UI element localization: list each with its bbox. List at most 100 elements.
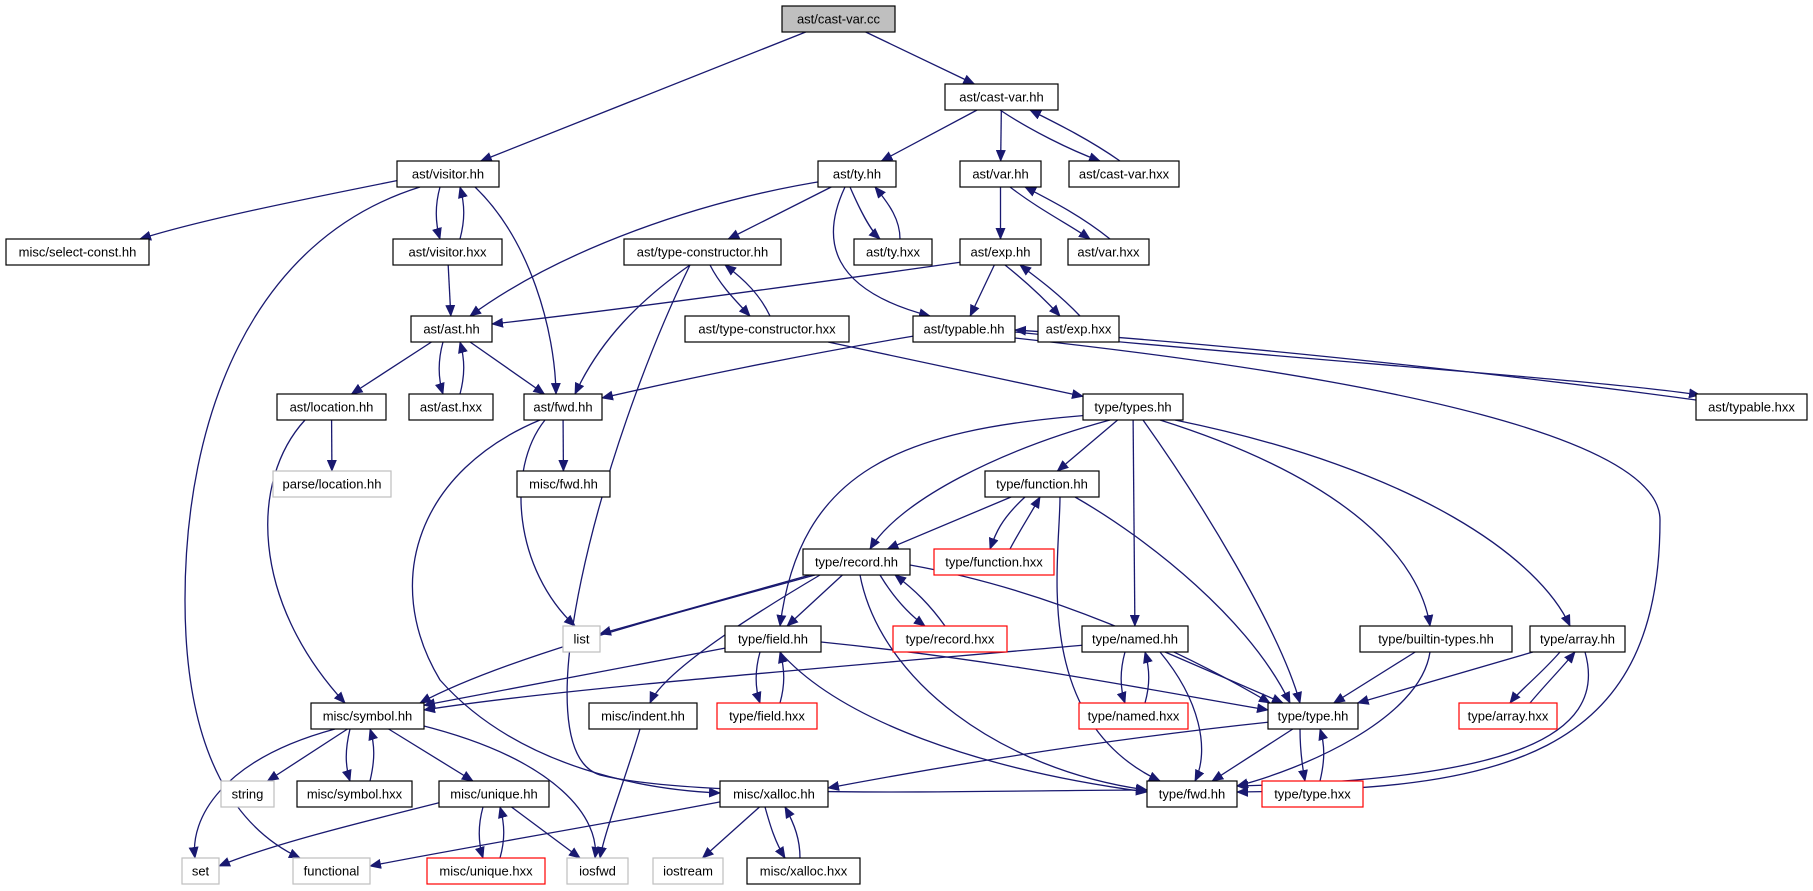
node-box: [912, 315, 1016, 343]
edge-exp-hh-to-ast-hh: [491, 261, 963, 328]
node-cast-var-hh[interactable]: ast/cast-var.hh: [944, 83, 1059, 111]
node-label: type/array.hxx: [1468, 709, 1549, 724]
node-record-hh[interactable]: type/record.hh: [802, 548, 911, 576]
edge-ty-hh-to-ast-hh: [469, 179, 831, 317]
node-box: [566, 857, 629, 885]
node-type-constructor-hh[interactable]: ast/type-constructor.hh: [623, 238, 782, 266]
edge-type-constructor-hh-to-type-fwd: [566, 264, 1148, 796]
node-type-hxx[interactable]: type/type.hxx: [1261, 780, 1364, 808]
node-label: type/function.hxx: [945, 555, 1043, 570]
node-label: type/named.hh: [1092, 632, 1178, 647]
node-named-hxx[interactable]: type/named.hxx: [1078, 702, 1189, 730]
node-label: string: [232, 787, 264, 802]
edge-field-hh-to-type-fwd: [779, 651, 1148, 796]
node-builtin-types[interactable]: type/builtin-types.hh: [1359, 625, 1513, 653]
node-ast-hh[interactable]: ast/ast.hh: [410, 315, 493, 343]
edge-record-hh-to-record-hxx: [879, 574, 926, 627]
node-symbol-hh[interactable]: misc/symbol.hh: [310, 702, 425, 730]
node-record-hxx[interactable]: type/record.hxx: [892, 625, 1008, 653]
node-box: [272, 470, 392, 498]
node-box: [438, 780, 550, 808]
node-label: ast/visitor.hxx: [408, 245, 487, 260]
node-location-hh[interactable]: ast/location.hh: [276, 393, 387, 421]
node-list[interactable]: list: [562, 625, 601, 653]
edge-var-hh-to-var-hxx: [1009, 186, 1091, 240]
edge-named-hh-to-named-hxx: [1116, 651, 1127, 704]
node-visitor-hh[interactable]: ast/visitor.hh: [396, 160, 500, 188]
edge-typable-hh-to-type-fwd: [1014, 337, 1661, 797]
node-label: ast/visitor.hh: [412, 167, 484, 182]
node-box: [292, 857, 371, 885]
node-xalloc-hh[interactable]: misc/xalloc.hh: [719, 780, 829, 808]
edge-ast-hh-to-fwd-hh: [469, 341, 546, 395]
edge-unique-hh-to-set: [218, 799, 451, 867]
node-layer: ast/cast-var.cc ast/cast-var.hh ast/visito…: [5, 5, 1808, 885]
edge-cast-var-cc-to-cast-var-hh: [865, 31, 976, 85]
node-misc-fwd[interactable]: misc/fwd.hh: [516, 470, 611, 498]
node-exp-hxx[interactable]: ast/exp.hxx: [1037, 315, 1120, 343]
node-array-hh[interactable]: type/array.hh: [1529, 625, 1626, 653]
edge-exp-hxx-to-exp-hh: [1019, 264, 1081, 317]
node-select-const[interactable]: misc/select-const.hh: [5, 238, 150, 266]
node-cast-var-hxx[interactable]: ast/cast-var.hxx: [1068, 160, 1180, 188]
node-typable-hh[interactable]: ast/typable.hh: [912, 315, 1016, 343]
node-iosfwd[interactable]: iosfwd: [566, 857, 629, 885]
node-iostream[interactable]: iostream: [652, 857, 724, 885]
node-label: iosfwd: [579, 864, 616, 879]
node-array-hxx[interactable]: type/array.hxx: [1458, 702, 1558, 730]
node-function-hh[interactable]: type/function.hh: [984, 470, 1100, 498]
node-exp-hh[interactable]: ast/exp.hh: [959, 238, 1042, 266]
node-box: [1267, 702, 1359, 730]
node-function-hxx[interactable]: type/function.hxx: [933, 548, 1055, 576]
node-symbol-hxx[interactable]: misc/symbol.hxx: [296, 780, 413, 808]
edge-field-hh-to-type-hh: [820, 641, 1269, 714]
node-box: [959, 160, 1042, 188]
node-box: [410, 315, 493, 343]
edge-type-hxx-to-type-hh: [1318, 728, 1329, 782]
node-label: type/record.hxx: [906, 632, 995, 647]
edge-named-hh-to-type-hh: [1164, 651, 1284, 704]
node-ty-hxx[interactable]: ast/ty.hxx: [853, 238, 933, 266]
edge-type-hh-to-type-hxx: [1298, 728, 1308, 782]
node-var-hh[interactable]: ast/var.hh: [959, 160, 1042, 188]
node-xalloc-hxx[interactable]: misc/xalloc.hxx: [746, 857, 861, 885]
node-box: [684, 315, 850, 343]
node-named-hh[interactable]: type/named.hh: [1081, 625, 1189, 653]
node-box: [1261, 780, 1364, 808]
node-ty-hh[interactable]: ast/ty.hh: [817, 160, 897, 188]
node-field-hh[interactable]: type/field.hh: [724, 625, 822, 653]
node-var-hxx[interactable]: ast/var.hxx: [1067, 238, 1150, 266]
edge-array-hxx-to-array-hh: [1529, 651, 1576, 704]
node-indent-hh[interactable]: misc/indent.hh: [588, 702, 698, 730]
node-typable-hxx[interactable]: ast/typable.hxx: [1695, 393, 1808, 421]
node-type-fwd[interactable]: type/fwd.hh: [1146, 780, 1238, 808]
node-visitor-hxx[interactable]: ast/visitor.hxx: [392, 238, 503, 266]
edge-record-hh-to-type-fwd: [859, 574, 1148, 794]
node-unique-hxx[interactable]: misc/unique.hxx: [426, 857, 546, 885]
node-string[interactable]: string: [220, 780, 275, 808]
node-label: misc/fwd.hh: [529, 477, 598, 492]
node-set[interactable]: set: [181, 857, 220, 885]
edge-type-constructor-hxx-to-types-hh: [827, 341, 1084, 399]
edge-exp-hh-to-typable-hh: [969, 264, 995, 317]
node-box: [1078, 702, 1189, 730]
edge-typable-hh-to-typable-hxx: [1014, 331, 1701, 399]
node-box: [802, 548, 911, 576]
node-ast-hxx[interactable]: ast/ast.hxx: [408, 393, 494, 421]
node-box: [892, 625, 1008, 653]
node-type-hh[interactable]: type/type.hh: [1267, 702, 1359, 730]
node-box: [310, 702, 425, 730]
node-types-hh[interactable]: type/types.hh: [1082, 393, 1184, 421]
node-parse-location[interactable]: parse/location.hh: [272, 470, 392, 498]
node-box: [426, 857, 546, 885]
node-fwd-hh[interactable]: ast/fwd.hh: [523, 393, 603, 421]
node-cast-var-cc[interactable]: ast/cast-var.cc: [781, 5, 896, 33]
node-label: ast/typable.hxx: [1708, 400, 1795, 415]
edge-typable-hh-to-fwd-hh: [601, 334, 921, 401]
node-field-hxx[interactable]: type/field.hxx: [716, 702, 818, 730]
node-type-constructor-hxx[interactable]: ast/type-constructor.hxx: [684, 315, 850, 343]
edge-visitor-hxx-to-visitor-hh: [458, 186, 468, 240]
node-functional[interactable]: functional: [292, 857, 371, 885]
edge-cast-var-hh-to-ty-hh: [880, 109, 978, 162]
node-unique-hh[interactable]: misc/unique.hh: [438, 780, 550, 808]
